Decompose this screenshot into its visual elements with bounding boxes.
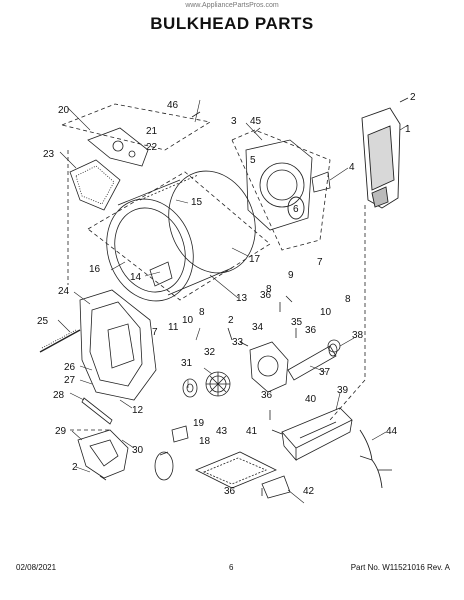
callout-18: 18 [199, 436, 211, 447]
front-panel-group-outline [61, 103, 212, 151]
callout-9: 9 [288, 270, 294, 281]
callout-27: 27 [64, 375, 76, 386]
page-title: BULKHEAD PARTS [150, 14, 314, 33]
footer-date: 02/08/2021 [16, 563, 57, 572]
callout-35: 35 [291, 317, 303, 328]
callout-26: 26 [64, 362, 76, 373]
callouts: 1 2 3 4 5 6 7 7 8 8 8 9 10 10 11 12 13 1… [37, 92, 416, 497]
exhaust-tube-part [287, 339, 341, 381]
callout-25: 25 [37, 316, 49, 327]
heater-element-part [195, 451, 277, 489]
callout-33: 33 [232, 337, 244, 348]
callout-13: 13 [236, 293, 248, 304]
callout-7a: 7 [317, 257, 323, 268]
callout-2c: 2 [72, 462, 78, 473]
lint-housing-part [361, 107, 401, 209]
shaft-part [39, 329, 81, 353]
callout-21: 21 [146, 126, 158, 137]
callout-30: 30 [132, 445, 144, 456]
callout-7b: 7 [152, 327, 158, 338]
callout-23: 23 [43, 149, 55, 160]
callout-34: 34 [252, 322, 264, 333]
callout-32: 32 [204, 347, 216, 358]
callout-19: 19 [193, 418, 205, 429]
callout-44: 44 [386, 426, 398, 437]
leader-lines [57, 99, 409, 504]
footer-page-number: 6 [229, 563, 234, 572]
callout-29: 29 [55, 426, 67, 437]
callout-12: 12 [132, 405, 144, 416]
callout-14: 14 [130, 272, 142, 283]
heater-box-part [281, 407, 353, 462]
callout-8a: 8 [266, 284, 272, 295]
lint-grill-part [69, 159, 121, 211]
callout-39: 39 [337, 385, 349, 396]
front-bracket-part [87, 127, 149, 167]
callout-28: 28 [53, 390, 65, 401]
callout-36c: 36 [261, 390, 273, 401]
drum-part [106, 170, 256, 302]
screws [99, 97, 409, 496]
dashed-outlines [61, 103, 366, 431]
callout-46: 46 [167, 100, 179, 111]
callout-37: 37 [319, 367, 331, 378]
callout-1: 1 [405, 124, 411, 135]
callout-3: 3 [231, 116, 237, 127]
thermal-fuse-part [154, 451, 174, 481]
callout-40: 40 [305, 394, 317, 405]
callout-20: 20 [58, 105, 70, 116]
watermark: www.AppliancePartsPros.com [185, 2, 279, 9]
callout-22: 22 [146, 142, 158, 153]
callout-10a: 10 [320, 307, 332, 318]
clip-part [171, 425, 189, 443]
callout-43: 43 [216, 426, 228, 437]
callout-36a: 36 [260, 290, 272, 301]
callout-24: 24 [58, 286, 70, 297]
callout-4: 4 [349, 162, 355, 173]
rear-bulkhead-group-outline [231, 129, 331, 251]
callout-16: 16 [89, 264, 101, 275]
harness-part [359, 429, 392, 489]
blower-housing-part [249, 341, 289, 393]
callout-10b: 10 [182, 315, 194, 326]
front-bulkhead-part [79, 289, 157, 401]
callout-42: 42 [303, 486, 315, 497]
blower-plate-part [182, 378, 198, 398]
callout-45: 45 [250, 116, 262, 127]
right-side-leader [329, 205, 366, 421]
callout-8c: 8 [199, 307, 205, 318]
rear-bulkhead-part [245, 139, 331, 231]
callout-11: 11 [168, 322, 179, 333]
callout-8b: 8 [345, 294, 351, 305]
callout-38: 38 [352, 330, 364, 341]
footer-part-info: Part No. W11521016 Rev. A [350, 563, 450, 572]
callout-6: 6 [293, 204, 299, 215]
callout-17: 17 [249, 254, 261, 265]
callout-2a: 2 [410, 92, 416, 103]
callout-15: 15 [191, 197, 203, 208]
callout-31: 31 [181, 358, 193, 369]
duct-part [77, 429, 129, 479]
callout-5: 5 [250, 155, 256, 166]
callout-36b: 36 [305, 325, 317, 336]
callout-41: 41 [246, 426, 258, 437]
callout-36d: 36 [224, 486, 236, 497]
blower-wheel-part [205, 371, 231, 397]
callout-2b: 2 [228, 315, 234, 326]
rod-part [81, 397, 113, 425]
bracket-part [261, 475, 291, 499]
